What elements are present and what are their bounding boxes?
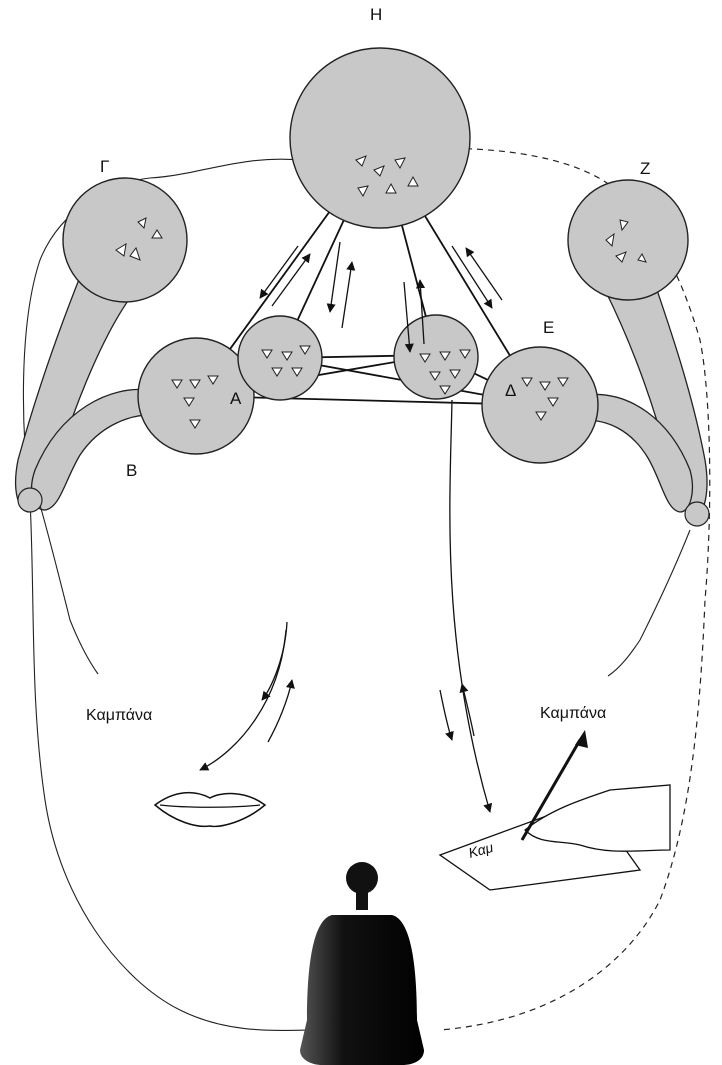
- label-epsilon: Ε: [543, 318, 554, 337]
- wavy-right-small: [608, 530, 690, 676]
- right-foot-circle: [685, 502, 709, 526]
- node-zeta-circle: [568, 180, 688, 300]
- caption-left-word: Καμπάνα: [86, 707, 152, 724]
- label-eta: Η: [370, 5, 382, 24]
- lips-icon: [155, 793, 265, 827]
- bell-icon: [300, 862, 424, 1065]
- left-foot-circle: [18, 488, 42, 512]
- node-alpha-circle: [238, 316, 322, 400]
- label-beta: Β: [126, 461, 137, 480]
- label-alpha: Α: [230, 389, 242, 408]
- label-gamma: Γ: [100, 157, 109, 176]
- wavy-left-small: [40, 505, 98, 674]
- node-gamma-circle: [63, 178, 187, 302]
- node-eta-circle: [290, 48, 470, 228]
- node-epsilon-circle: [482, 347, 598, 463]
- label-zeta: Ζ: [640, 159, 650, 178]
- label-delta: Δ: [505, 381, 516, 400]
- caption-right-word: Καμπάνα: [540, 705, 606, 722]
